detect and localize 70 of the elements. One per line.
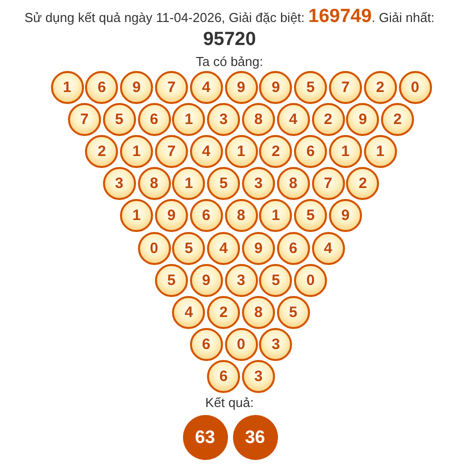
number-circle: 3 [259,328,292,362]
number-circle: 3 [242,167,275,200]
heading-text: Sử dụng kết quả ngày 11-04-2026, Giải đặc biệt: 169749. Giải nhất: 95720 [23,6,436,51]
number-circle: 4 [190,134,223,168]
number-circle: 4 [190,70,223,104]
number-circle: 4 [312,232,344,264]
number-circle: 5 [259,264,292,297]
number-circle: 7 [68,102,101,136]
number-circle: 5 [294,199,328,232]
number-circle: 6 [294,134,328,168]
number-circle: 6 [190,328,223,362]
number-circle: 8 [242,102,275,136]
number-circle: 6 [138,102,170,136]
number-circle: 9 [224,70,258,104]
number-circle: 1 [172,102,206,136]
number-circle: 6 [207,360,240,394]
number-circle: 3 [207,102,240,136]
number-circle: 0 [224,328,258,362]
number-circle: 1 [328,134,362,168]
number-circle: 9 [259,70,292,104]
number-circle: 5 [294,70,328,104]
number-circle: 1 [259,199,292,232]
number-circle: 5 [154,264,188,297]
number-circle: 2 [346,167,380,200]
number-circle: 1 [120,199,154,232]
number-circle: 9 [120,70,154,104]
result-circle: 36 [232,414,278,460]
number-circle: 6 [85,70,118,104]
number-circle: 7 [312,167,344,200]
number-circle: 9 [154,199,188,232]
caption-text: Ta có bảng: [196,54,264,70]
number-circle: 2 [364,70,397,104]
number-circle: 5 [172,232,206,264]
caption-text: Kết quả: [205,395,254,411]
number-circle: 3 [102,167,136,200]
number-circle: 6 [276,232,310,264]
number-circle: 1 [364,134,397,168]
number-circle: 4 [207,232,240,264]
number-circle: 9 [190,264,223,297]
number-circle: 2 [312,102,344,136]
number-circle: 5 [276,296,310,329]
number-circle: 4 [172,296,206,329]
result-circle: 63 [182,414,228,460]
number-circle: 1 [120,134,154,168]
number-circle: 7 [154,134,188,168]
number-circle: 2 [207,296,240,329]
number-circle: 1 [172,167,206,200]
number-circle: 3 [224,264,258,297]
number-circle: 0 [138,232,170,264]
number-circle: 9 [346,102,380,136]
number-circle: 3 [242,360,275,394]
number-circle: 1 [50,70,84,104]
number-circle: 5 [207,167,240,200]
number-circle: 9 [242,232,275,264]
number-circle: 6 [190,199,223,232]
number-circle: 2 [259,134,292,168]
number-circle: 5 [102,102,136,136]
number-circle: 7 [328,70,362,104]
number-circle: 0 [294,264,328,297]
number-circle: 7 [154,70,188,104]
number-circle: 1 [224,134,258,168]
number-circle: 8 [276,167,310,200]
number-circle: 2 [381,102,414,136]
number-circle: 8 [224,199,258,232]
number-circle: 8 [242,296,275,329]
number-circle: 4 [276,102,310,136]
number-circle: 9 [328,199,362,232]
number-circle: 0 [398,70,432,104]
number-circle: 8 [138,167,170,200]
number-circle: 2 [85,134,118,168]
